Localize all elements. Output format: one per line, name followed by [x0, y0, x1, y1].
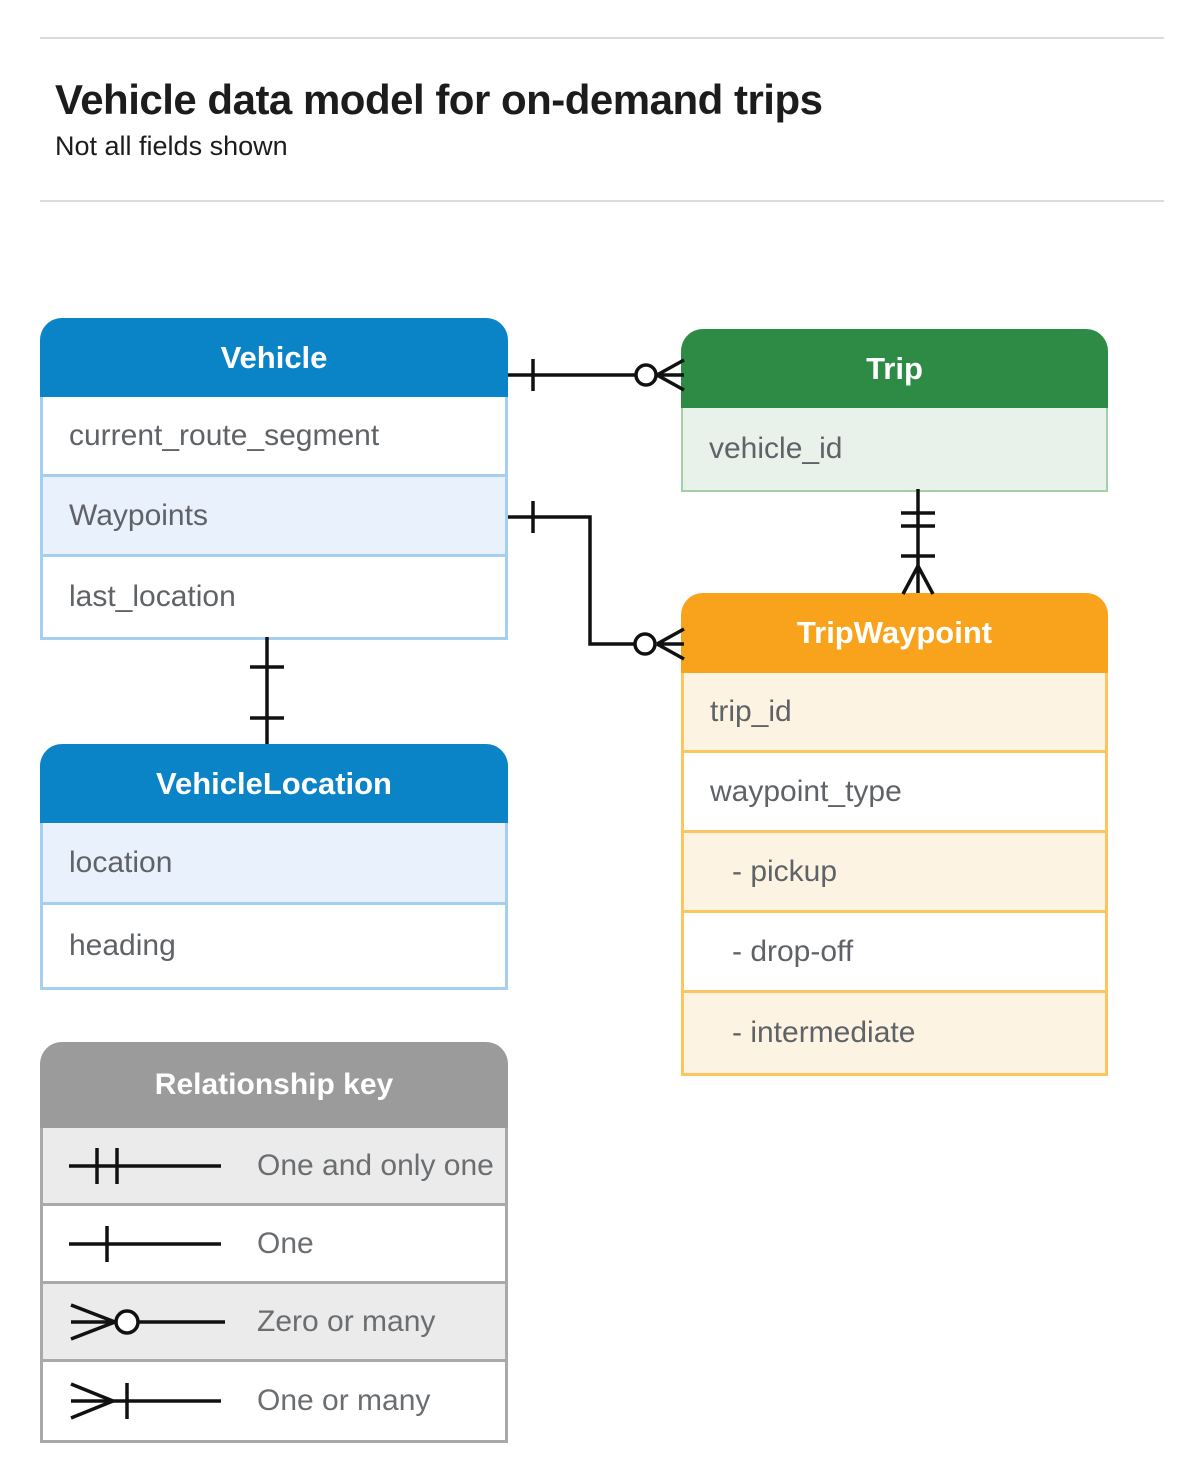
entity-tripwaypoint: TripWaypoint trip_id waypoint_type - pic… — [681, 593, 1108, 1076]
crow-foot-icon — [656, 358, 685, 392]
entity-vehicle-body: current_route_segment Waypoints last_loc… — [40, 397, 508, 640]
field-waypoint-type-pickup: - pickup — [684, 833, 1105, 913]
key-label: One and only one — [257, 1148, 494, 1182]
relationship-key: Relationship key One and only one One — [40, 1042, 508, 1443]
one-and-only-one-icon — [69, 1147, 221, 1184]
top-divider — [40, 37, 1164, 39]
zero-circle-icon — [634, 363, 658, 387]
field-heading: heading — [43, 905, 505, 987]
entity-vehiclelocation-header: VehicleLocation — [40, 744, 508, 823]
field-vehicle-id: vehicle_id — [683, 408, 1106, 490]
field-current-route-segment: current_route_segment — [43, 397, 505, 477]
entity-trip-body: vehicle_id — [681, 408, 1108, 492]
field-waypoint-type-dropoff: - drop-off — [684, 913, 1105, 993]
crow-foot-icon — [656, 627, 685, 661]
relationship-key-body: One and only one One Zero or many — [40, 1128, 508, 1443]
entity-tripwaypoint-header: TripWaypoint — [681, 593, 1108, 673]
key-row-zero-or-many: Zero or many — [43, 1284, 505, 1362]
key-label: One or many — [257, 1384, 431, 1417]
key-row-one: One — [43, 1206, 505, 1284]
entity-trip-header: Trip — [681, 329, 1108, 408]
vehicle-trip-connector — [508, 358, 685, 392]
one-or-many-icon — [70, 1382, 221, 1420]
zero-or-many-icon — [70, 1302, 225, 1341]
crow-foot-icon — [901, 565, 935, 595]
field-waypoint-type-intermediate: - intermediate — [684, 993, 1105, 1073]
one-icon — [69, 1225, 221, 1262]
field-last-location: last_location — [43, 557, 505, 637]
entity-vehicle: Vehicle current_route_segment Waypoints … — [40, 318, 508, 640]
field-waypoints: Waypoints — [43, 477, 505, 557]
entity-vehicle-header: Vehicle — [40, 318, 508, 397]
page-subtitle: Not all fields shown — [55, 131, 288, 161]
zero-circle-icon — [633, 632, 657, 656]
vehicle-vehiclelocation-connector — [250, 637, 284, 744]
entity-vehiclelocation: VehicleLocation location heading — [40, 744, 508, 990]
field-waypoint-type: waypoint_type — [684, 753, 1105, 833]
key-row-one-or-many: One or many — [43, 1362, 505, 1440]
field-location: location — [43, 823, 505, 905]
key-label: One — [257, 1226, 314, 1260]
relationship-key-header: Relationship key — [40, 1042, 508, 1128]
entity-trip: Trip vehicle_id — [681, 329, 1108, 492]
entity-tripwaypoint-body: trip_id waypoint_type - pickup - drop-of… — [681, 673, 1108, 1076]
second-divider — [40, 200, 1164, 202]
key-label: Zero or many — [257, 1304, 436, 1338]
waypoints-tripwaypoint-connector — [508, 501, 685, 661]
page-title: Vehicle data model for on-demand trips — [55, 76, 823, 123]
field-trip-id: trip_id — [684, 673, 1105, 753]
entity-vehiclelocation-body: location heading — [40, 823, 508, 990]
trip-tripwaypoint-connector — [901, 489, 935, 595]
key-row-one-and-only-one: One and only one — [43, 1128, 505, 1206]
